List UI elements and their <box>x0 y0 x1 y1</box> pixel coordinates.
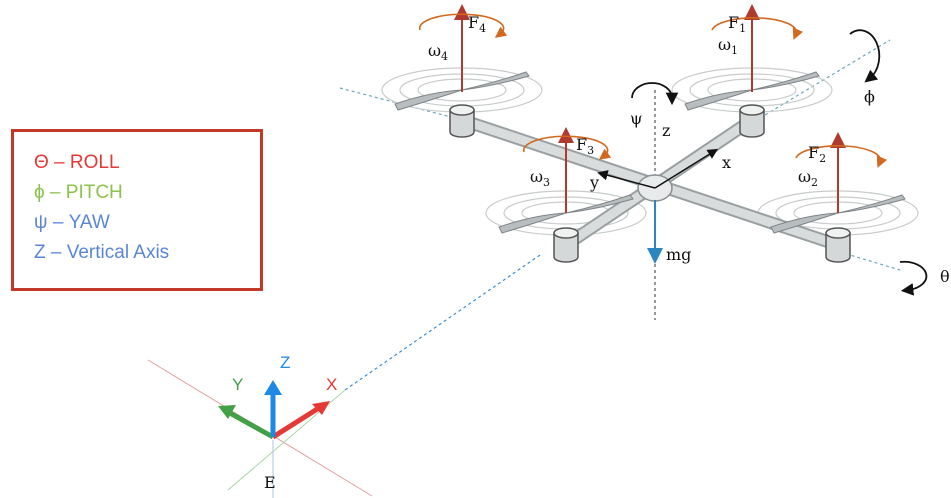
earth-x-label: X <box>326 375 337 394</box>
thrust-vectors <box>454 4 846 213</box>
earth-y-arrow <box>226 409 275 440</box>
legend-vertical-axis: Z – Vertical Axis <box>34 242 170 263</box>
label-f1: F1 <box>728 13 746 35</box>
earth-frame <box>147 359 373 498</box>
label-omega1: ω1 <box>718 35 738 57</box>
yaw-rotation-icon <box>631 82 679 106</box>
label-theta: θ <box>940 267 950 286</box>
body-y-arrow <box>597 170 656 189</box>
label-body-y: y <box>589 173 599 192</box>
label-psi: ψ <box>630 109 643 128</box>
earth-frame-label: E <box>264 473 276 492</box>
pitch-rotation-icon <box>849 29 881 83</box>
earth-z-label: Z <box>280 353 290 372</box>
legend-yaw: ψ – YAW <box>34 212 110 233</box>
rotor-spin-arrows <box>418 13 888 168</box>
label-body-z: z <box>662 121 670 140</box>
legend-roll: Θ – ROLL <box>34 152 120 173</box>
quadcopter-frame <box>455 113 845 252</box>
roll-rotation-icon <box>899 260 928 296</box>
earth-x-arrow <box>271 403 324 440</box>
label-body-x: x <box>722 153 731 172</box>
label-weight: mg <box>666 245 691 264</box>
label-f3: F3 <box>576 135 594 157</box>
angle-rotation-arrows <box>631 29 928 296</box>
body-x-arrow <box>654 148 719 189</box>
label-omega4: ω4 <box>428 41 448 63</box>
earth-y-label: Y <box>232 375 243 394</box>
legend-box: Θ – ROLL ϕ – PITCH ψ – YAW Z – Vertical … <box>11 129 263 291</box>
body-axis-arrows <box>597 148 719 189</box>
label-phi: ϕ <box>864 87 875 106</box>
motors <box>449 104 851 263</box>
label-f4: F4 <box>468 13 486 35</box>
legend-pitch: ϕ – PITCH <box>34 182 123 203</box>
label-omega3: ω3 <box>530 167 550 189</box>
label-f2: F2 <box>808 143 826 165</box>
label-omega2: ω2 <box>798 167 818 189</box>
